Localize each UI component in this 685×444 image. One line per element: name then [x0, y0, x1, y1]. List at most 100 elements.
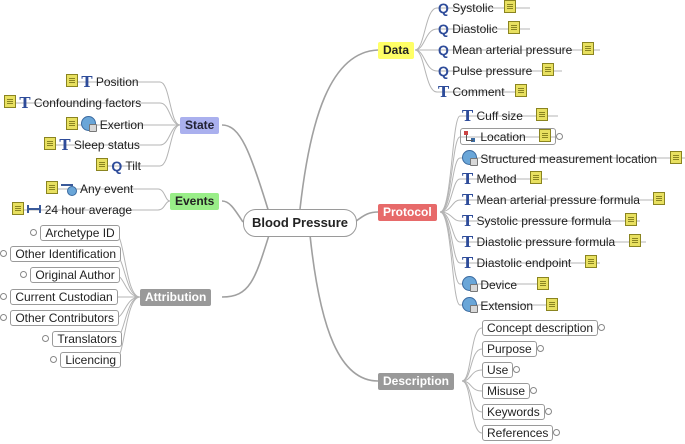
expand-dot-icon[interactable] [30, 229, 37, 236]
note-icon [537, 277, 550, 290]
attribution-item-other-identification[interactable]: Other Identification [0, 246, 122, 262]
protocol-item-systolic-pressure-formula[interactable]: T Systolic pressure formula [462, 212, 637, 230]
state-item-tilt[interactable]: Q Tilt [96, 158, 141, 173]
text-icon: T [462, 107, 474, 125]
state-item-confounding-factors[interactable]: T Confounding factors [4, 94, 141, 112]
attribution-item-other-contributors[interactable]: Other Contributors [0, 310, 120, 326]
expand-dot-icon[interactable] [556, 133, 564, 140]
state-item-sleep-status[interactable]: T Sleep status [44, 136, 140, 154]
attribution-item-original-author[interactable]: Original Author [20, 267, 120, 283]
branch-data[interactable]: Data [378, 42, 415, 59]
slot-icon [462, 150, 478, 166]
protocol-item-extension[interactable]: Extension [462, 297, 559, 313]
note-icon [507, 21, 520, 34]
text-icon: T [462, 233, 474, 251]
note-icon [96, 158, 108, 171]
description-item-keywords[interactable]: Keywords [482, 404, 552, 420]
expand-dot-icon[interactable] [536, 345, 544, 352]
slot-icon [462, 276, 478, 292]
branch-state[interactable]: State [180, 117, 220, 134]
protocol-item-mean-arterial-pressure-formula[interactable]: T Mean arterial pressure formula [462, 191, 666, 209]
note-icon [66, 74, 78, 87]
note-icon [628, 234, 641, 247]
quantity-icon: Q [111, 158, 123, 174]
expand-dot-icon[interactable] [0, 293, 7, 300]
state-item-position[interactable]: T Position [66, 73, 139, 91]
protocol-item-cuff-size[interactable]: T Cuff size [462, 107, 549, 125]
protocol-item-diastolic-pressure-formula[interactable]: T Diastolic pressure formula [462, 233, 641, 251]
point-event-icon [61, 182, 78, 196]
branch-attribution[interactable]: Attribution [140, 289, 212, 306]
data-item-systolic[interactable]: Q Systolic [438, 0, 516, 15]
expand-dot-icon[interactable] [530, 387, 538, 394]
attribution-item-licencing[interactable]: Licencing [50, 352, 122, 368]
protocol-item-location[interactable]: Location [460, 128, 564, 145]
note-icon [66, 117, 78, 130]
state-item-exertion[interactable]: Exertion [66, 116, 144, 132]
note-icon [503, 0, 516, 13]
event-item-24-hour-average[interactable]: 24 hour average [12, 202, 132, 217]
protocol-item-diastolic-endpoint[interactable]: T Diastolic endpoint [462, 254, 597, 272]
text-icon: T [59, 136, 71, 154]
branch-description[interactable]: Description [378, 373, 455, 390]
text-icon: T [438, 83, 450, 101]
central-topic[interactable]: Blood Pressure [243, 209, 357, 237]
text-icon: T [462, 254, 474, 272]
data-item-diastolic[interactable]: Q Diastolic [438, 21, 520, 36]
data-item-mean-arterial-pressure[interactable]: Q Mean arterial pressure [438, 42, 595, 58]
data-item-comment[interactable]: T Comment [438, 83, 527, 101]
description-item-use[interactable]: Use [482, 362, 521, 378]
description-item-misuse[interactable]: Misuse [482, 383, 538, 399]
expand-dot-icon[interactable] [0, 250, 7, 257]
text-icon: T [81, 73, 93, 91]
note-icon [542, 63, 555, 76]
expand-dot-icon[interactable] [42, 335, 49, 342]
quantity-icon: Q [438, 0, 449, 16]
branch-protocol[interactable]: Protocol [378, 204, 437, 221]
description-item-references[interactable]: References [482, 425, 561, 441]
note-icon [539, 129, 552, 142]
expand-dot-icon[interactable] [544, 408, 552, 415]
protocol-item-device[interactable]: Device [462, 276, 550, 292]
quantity-icon: Q [438, 63, 449, 79]
note-icon [670, 151, 683, 164]
data-item-pulse-pressure[interactable]: Q Pulse pressure [438, 63, 555, 79]
slot-icon [462, 297, 478, 313]
expand-dot-icon[interactable] [0, 314, 7, 321]
text-icon: T [462, 170, 474, 188]
note-icon [584, 255, 597, 268]
attribution-item-translators[interactable]: Translators [42, 331, 122, 347]
text-icon: T [19, 94, 31, 112]
text-icon: T [462, 212, 474, 230]
note-icon [536, 108, 549, 121]
note-icon [653, 192, 666, 205]
note-icon [582, 42, 595, 55]
note-icon [514, 84, 527, 97]
note-icon [12, 202, 24, 215]
note-icon [546, 298, 559, 311]
protocol-item-structured-measurement-location[interactable]: Structured measurement location [462, 150, 683, 166]
text-icon: T [462, 191, 474, 209]
quantity-icon: Q [438, 42, 449, 58]
note-icon [624, 213, 637, 226]
note-icon [529, 171, 542, 184]
expand-dot-icon[interactable] [598, 324, 606, 331]
expand-dot-icon[interactable] [20, 271, 27, 278]
note-icon [46, 181, 58, 194]
event-item-any-event[interactable]: Any event [46, 181, 133, 196]
cluster-icon [463, 130, 477, 143]
expand-dot-icon[interactable] [553, 429, 561, 436]
attribution-item-archetype-id[interactable]: Archetype ID [30, 225, 120, 241]
slot-icon [81, 116, 98, 132]
quantity-icon: Q [438, 21, 449, 37]
description-item-purpose[interactable]: Purpose [482, 341, 544, 357]
expand-dot-icon[interactable] [50, 356, 57, 363]
interval-event-icon [27, 205, 42, 213]
expand-dot-icon[interactable] [513, 366, 521, 373]
attribution-item-current-custodian[interactable]: Current Custodian [0, 289, 118, 305]
protocol-item-method[interactable]: T Method [462, 170, 542, 188]
description-item-concept-description[interactable]: Concept description [482, 320, 606, 336]
note-icon [4, 95, 16, 108]
branch-events[interactable]: Events [170, 193, 220, 210]
